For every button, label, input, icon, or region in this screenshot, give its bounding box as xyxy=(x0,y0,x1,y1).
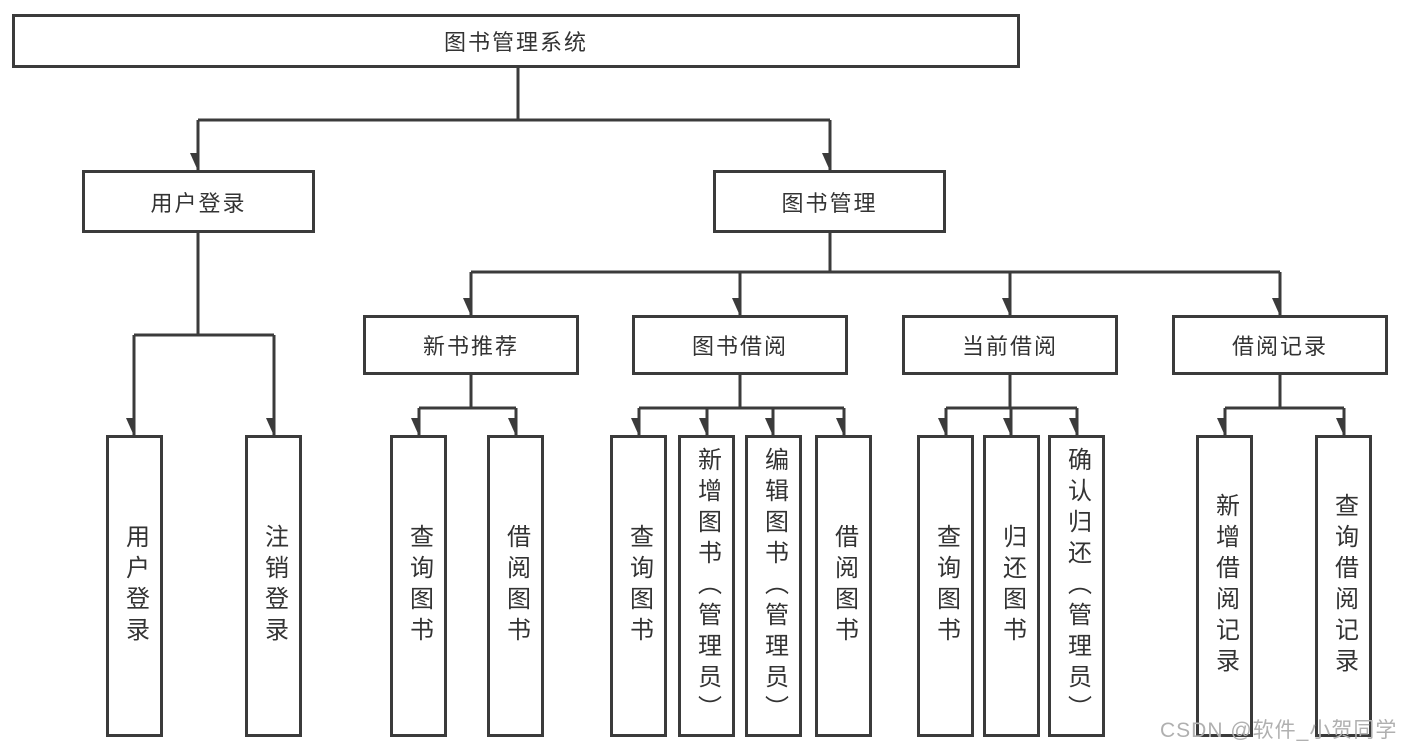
leaf-label: 借阅图书 xyxy=(830,524,858,648)
leaf-borrow-books-recommend: 借阅图书 xyxy=(487,435,544,737)
leaf-borrow-books: 借阅图书 xyxy=(815,435,872,737)
node-borrowing-records: 借阅记录 xyxy=(1172,315,1388,375)
leaf-label: 用户登录 xyxy=(121,524,149,648)
leaf-logout: 注销登录 xyxy=(245,435,302,737)
leaf-label: 确认归还（管理员） xyxy=(1063,446,1091,726)
leaf-label: 查询图书 xyxy=(405,524,433,648)
leaf-edit-books-admin: 编辑图书（管理员） xyxy=(745,435,802,737)
node-book-borrowing: 图书借阅 xyxy=(632,315,848,375)
leaf-add-books-admin: 新增图书（管理员） xyxy=(678,435,735,737)
leaf-query-books-current: 查询图书 xyxy=(917,435,974,737)
leaf-user-login: 用户登录 xyxy=(106,435,163,737)
leaf-return-books: 归还图书 xyxy=(983,435,1040,737)
leaf-label: 新增图书（管理员） xyxy=(693,446,721,726)
leaf-label: 查询图书 xyxy=(625,524,653,648)
csdn-watermark: CSDN @软件_小贺同学 xyxy=(1160,719,1398,742)
leaf-query-borrow-record: 查询借阅记录 xyxy=(1315,435,1372,737)
node-new-book-recommendation: 新书推荐 xyxy=(363,315,579,375)
node-book-management: 图书管理 xyxy=(713,170,946,233)
node-library-management-system: 图书管理系统 xyxy=(12,14,1020,68)
leaf-query-books-recommend: 查询图书 xyxy=(390,435,447,737)
node-current-borrowing: 当前借阅 xyxy=(902,315,1118,375)
leaf-query-books-borrowing: 查询图书 xyxy=(610,435,667,737)
leaf-label: 注销登录 xyxy=(260,524,288,648)
leaf-label: 查询图书 xyxy=(932,524,960,648)
leaf-label: 归还图书 xyxy=(998,524,1026,648)
leaf-label: 新增借阅记录 xyxy=(1211,493,1239,679)
leaf-label: 查询借阅记录 xyxy=(1330,493,1358,679)
leaf-add-borrow-record: 新增借阅记录 xyxy=(1196,435,1253,737)
leaf-confirm-return-admin: 确认归还（管理员） xyxy=(1048,435,1105,737)
leaf-label: 借阅图书 xyxy=(502,524,530,648)
leaf-label: 编辑图书（管理员） xyxy=(760,446,788,726)
node-user-login: 用户登录 xyxy=(82,170,315,233)
